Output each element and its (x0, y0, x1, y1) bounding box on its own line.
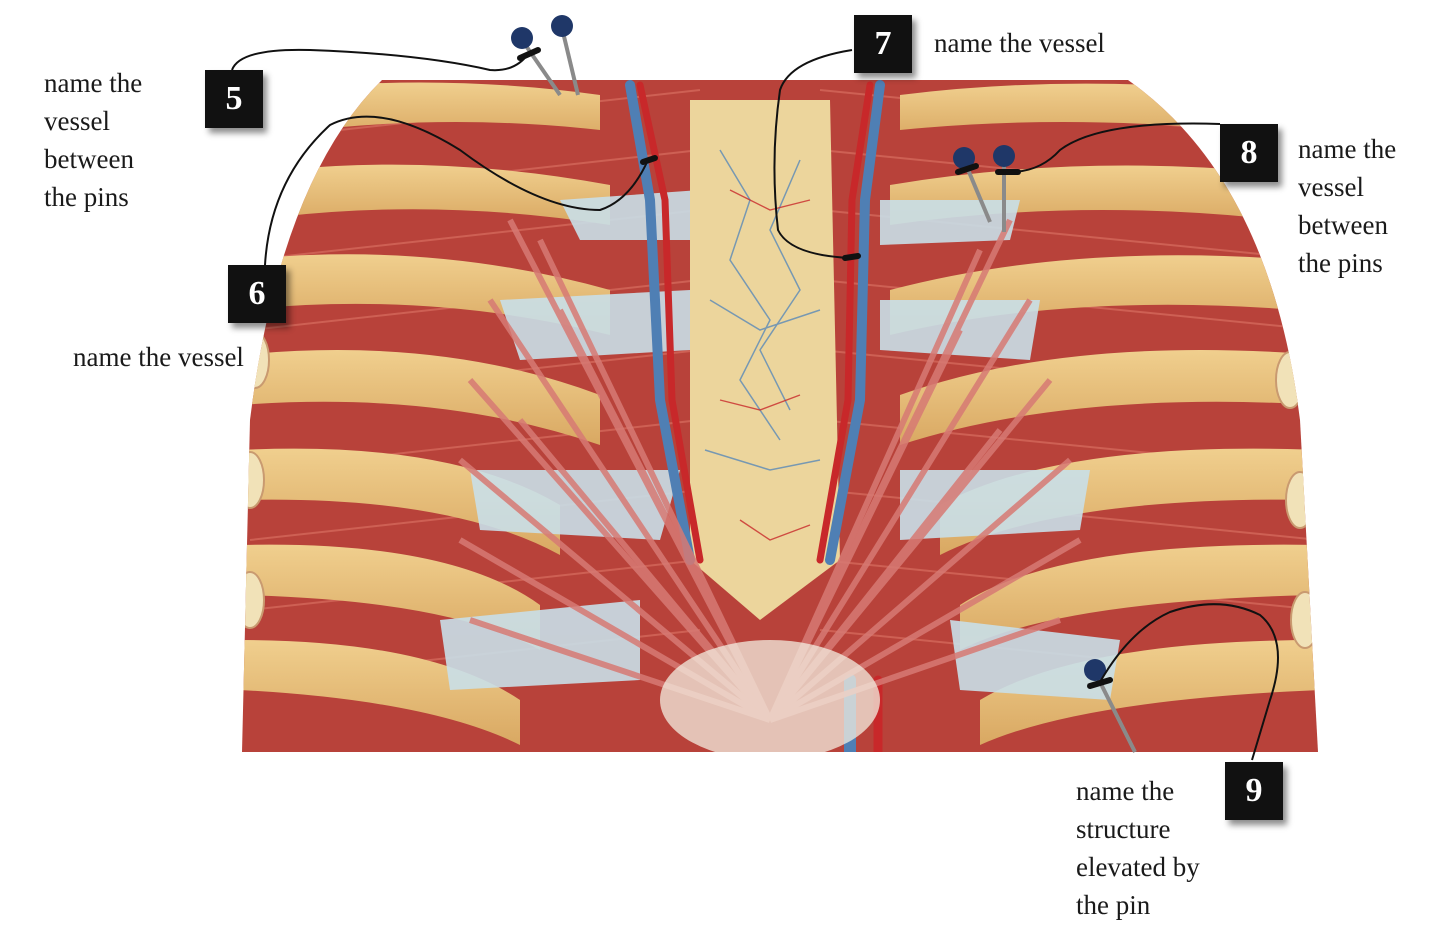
marker-8-number: 8 (1240, 134, 1258, 171)
pin-head-9 (1084, 659, 1106, 681)
label-5-line: the pins (44, 182, 129, 212)
label-8-line: the pins (1298, 248, 1383, 278)
marker-9-box: 9 (1225, 762, 1283, 820)
label-9-line: structure (1076, 814, 1171, 844)
label-9-line: the pin (1076, 890, 1151, 920)
leader-lines (231, 48, 1279, 761)
marker-6-number: 6 (248, 275, 266, 312)
pin-head-8a (953, 147, 975, 169)
label-5: name the vessel between the pins (44, 64, 142, 216)
label-5-line: vessel (44, 106, 110, 136)
label-6-line: name the vessel (73, 342, 244, 372)
marker-5-number: 5 (225, 80, 243, 117)
pin-head-5a (511, 27, 533, 49)
label-6: name the vessel (73, 338, 244, 376)
marker-5-box: 5 (205, 70, 263, 128)
label-8: name the vessel between the pins (1298, 130, 1396, 282)
marker-9-number: 9 (1245, 772, 1263, 809)
label-5-line: name the (44, 68, 143, 98)
label-8-line: name the (1298, 134, 1397, 164)
pin-head-5b (551, 15, 573, 37)
marker-7-box: 7 (854, 15, 912, 73)
label-7-line: name the vessel (934, 28, 1105, 58)
label-9: name the structure elevated by the pin (1076, 772, 1200, 924)
label-8-line: between (1298, 210, 1388, 240)
marker-6-box: 6 (228, 265, 286, 323)
label-8-line: vessel (1298, 172, 1364, 202)
label-9-line: name the (1076, 776, 1175, 806)
pin-head-8b (993, 145, 1015, 167)
marker-8-box: 8 (1220, 124, 1278, 182)
pins (511, 15, 1137, 753)
label-9-line: elevated by (1076, 852, 1200, 882)
marker-7-number: 7 (874, 25, 892, 62)
label-5-line: between (44, 144, 134, 174)
label-7: name the vessel (934, 24, 1105, 62)
